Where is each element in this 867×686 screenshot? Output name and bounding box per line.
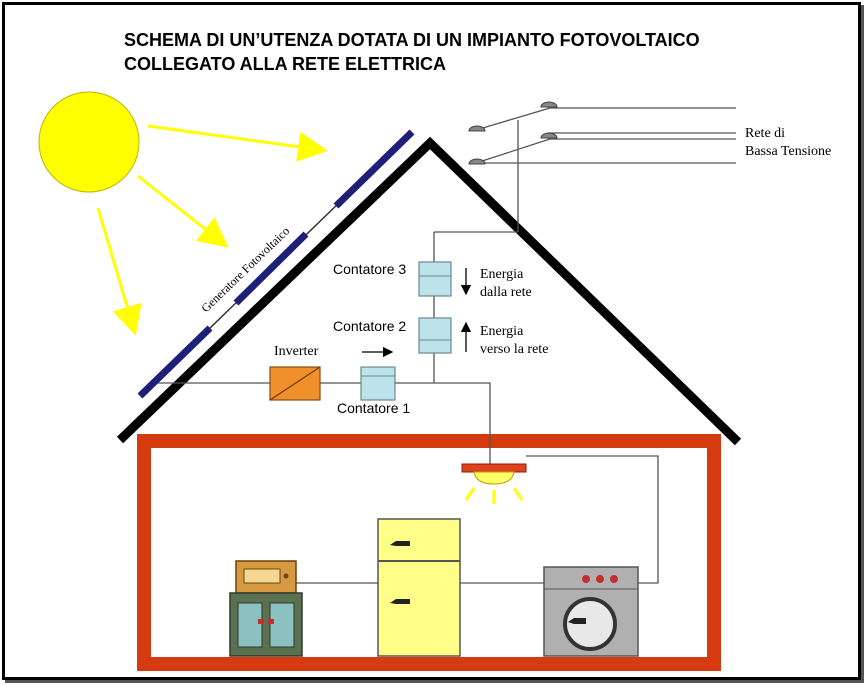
meter-2-label: Contatore 2 xyxy=(333,318,406,334)
meter-1-label: Contatore 1 xyxy=(337,400,410,416)
ceiling-lamp xyxy=(461,463,527,485)
meter-2 xyxy=(418,317,452,354)
pv-panel xyxy=(137,129,415,399)
oven xyxy=(235,560,297,594)
sun-ray xyxy=(96,207,142,336)
grid-lines xyxy=(434,107,736,233)
energy-from-grid-line-1: Energia xyxy=(480,267,524,282)
sun xyxy=(38,91,140,193)
wiring xyxy=(158,232,659,584)
house-wall xyxy=(137,434,721,671)
energy-from-grid-line-2: dalla rete xyxy=(480,285,532,300)
meter-1 xyxy=(360,366,396,401)
inverter-label: Inverter xyxy=(274,344,319,359)
roof xyxy=(116,136,742,446)
title-line-1: SCHEMA DI UN’UTENZA DOTATA DI UN IMPIANT… xyxy=(124,30,700,50)
pv-panel-segment xyxy=(233,231,309,306)
fridge xyxy=(377,518,461,657)
insulator xyxy=(540,132,558,139)
lamp-light-rays xyxy=(464,487,524,504)
sun-rays xyxy=(96,124,328,336)
washing-machine xyxy=(543,566,639,657)
sun-ray xyxy=(147,124,328,162)
pv-panel-segment xyxy=(333,129,415,209)
sun-ray xyxy=(137,174,229,248)
energy-to-grid-line-1: Energia xyxy=(480,324,524,339)
insulator xyxy=(540,101,558,108)
grid-label-1: Rete di xyxy=(745,126,785,141)
insulators xyxy=(468,101,558,165)
insulator xyxy=(468,125,486,132)
inverter xyxy=(269,366,321,401)
energy-to-grid-line-2: verso la rete xyxy=(480,342,548,357)
insulator xyxy=(468,158,486,165)
meter-3-label: Contatore 3 xyxy=(333,261,406,277)
grid-label-2: Bassa Tensione xyxy=(745,144,831,159)
meter-3 xyxy=(418,261,452,297)
pv-panel-segment xyxy=(137,325,213,399)
cabinet xyxy=(229,592,303,657)
title-line-2: COLLEGATO ALLA RETE ELETTRICA xyxy=(124,54,446,74)
generator-label: Generatore Fotovoltaico xyxy=(198,224,292,315)
